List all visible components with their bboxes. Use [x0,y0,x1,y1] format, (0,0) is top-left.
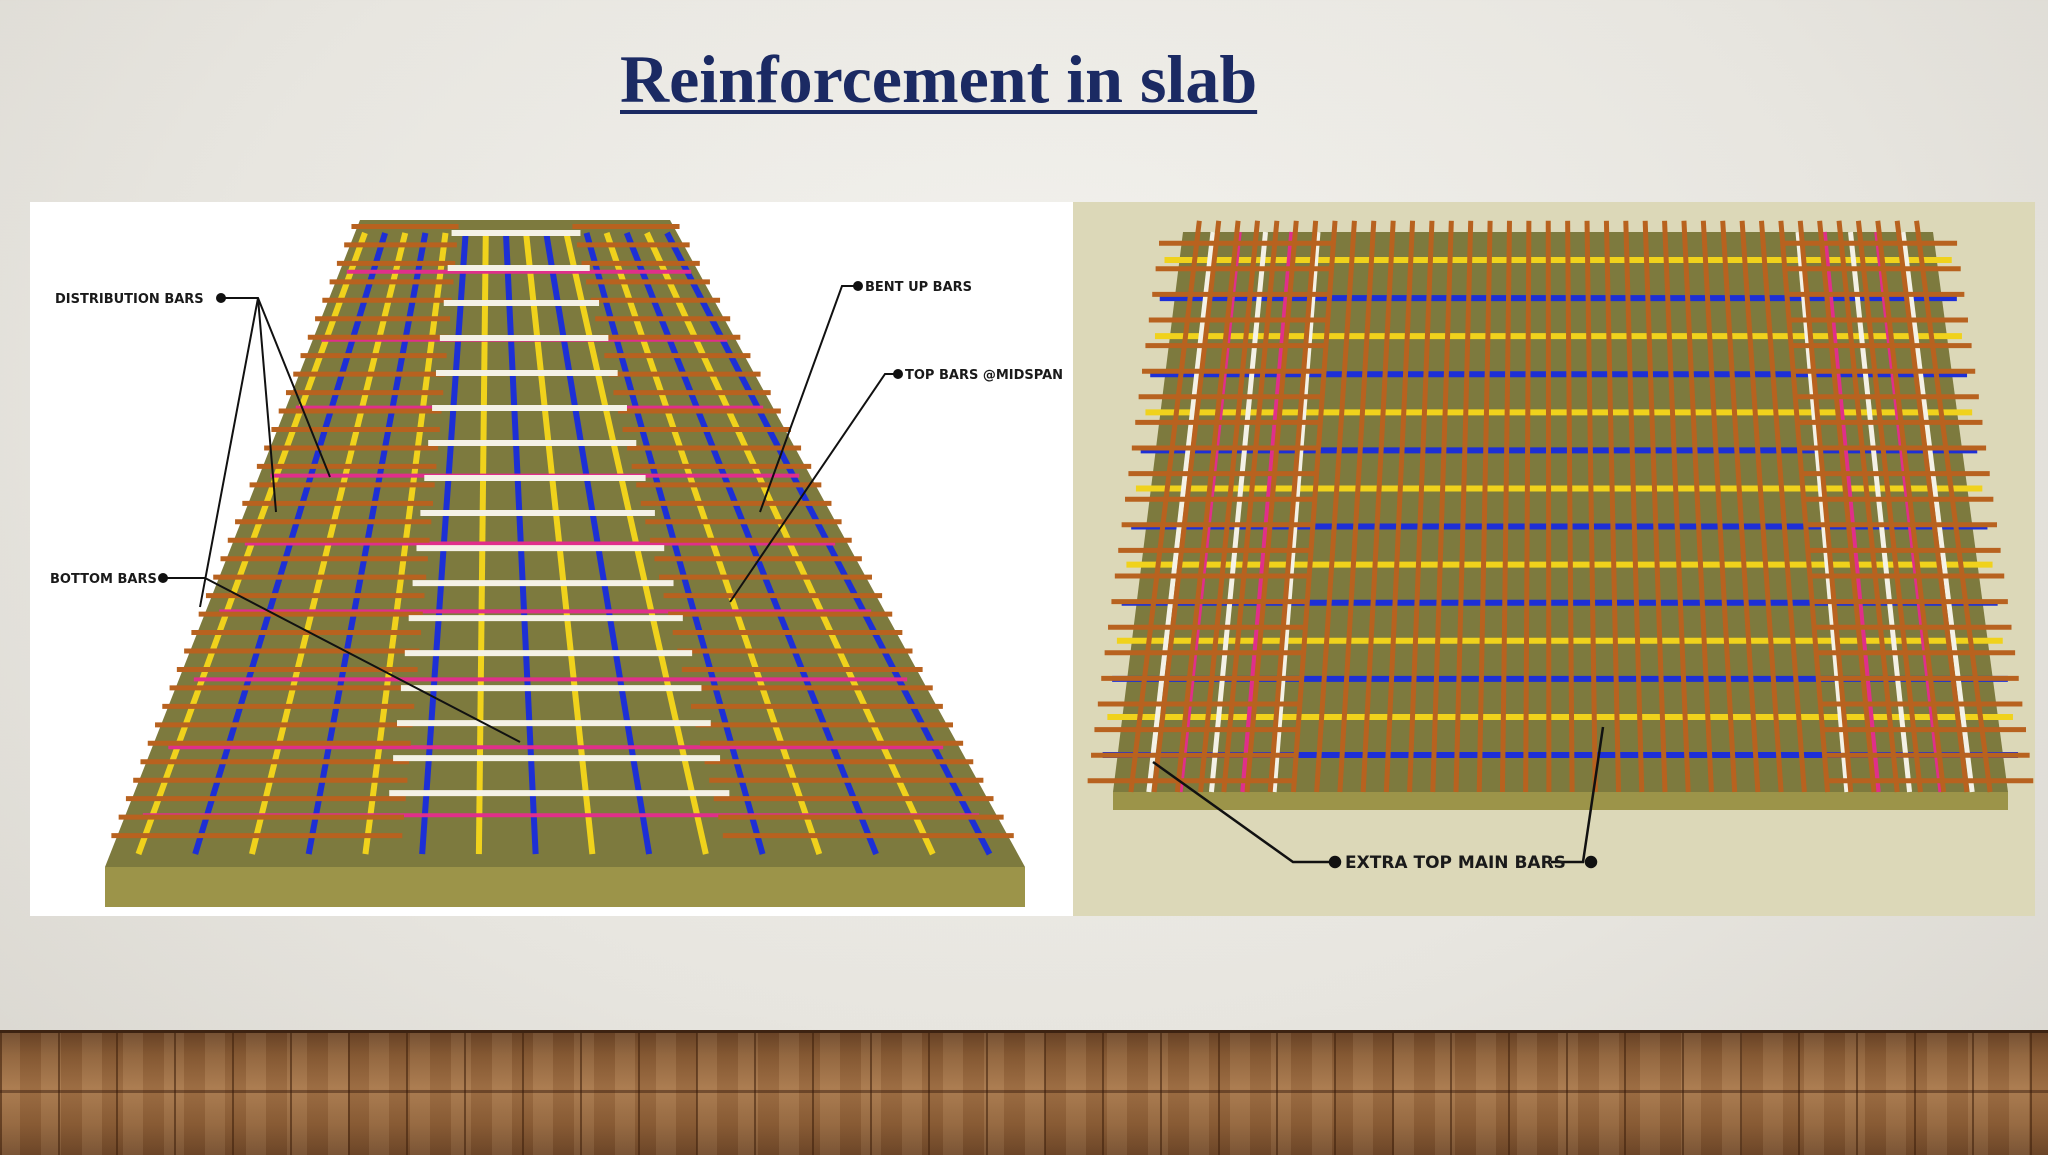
left-slab-drawing: DISTRIBUTION BARS BENT UP BARS TOP BARS … [50,220,1063,907]
extra-top-main-bar-vertical [1817,220,1877,793]
edge-bar-left [1146,231,1216,793]
label-bent-up-bars: BENT UP BARS [865,280,972,295]
extra-top-main-bar-vertical [1778,220,1831,793]
extra-top-main-bar-vertical [1758,220,1807,793]
slab-front-edge [105,867,1025,907]
extra-top-main-bar-vertical [1797,220,1854,793]
floor-seam [0,1090,2048,1093]
extra-top-main-bar-vertical [1545,220,1552,793]
extra-top-main-bar-vertical [1914,220,1993,793]
edge-bar-right [1795,231,1850,793]
extra-top-main-bar-vertical [1337,220,1377,793]
label-top-bars-midspan: TOP BARS @MIDSPAN [905,368,1063,383]
extra-top-main-bar-vertical [1523,220,1532,793]
extra-top-main-bar-vertical [1662,220,1691,793]
extra-top-main-bar-vertical [1151,220,1222,793]
right-leader-lines [1152,726,1605,869]
edge-bar-left [1271,231,1321,793]
extra-top-main-bar-vertical [1360,220,1396,793]
extra-top-main-bar-vertical [1565,220,1575,793]
extra-top-main-bar-vertical [1174,220,1241,793]
extra-top-main-bar-vertical [1623,220,1645,793]
extra-top-main-bar-vertical [1739,220,1784,793]
edge-bar-right [1821,231,1881,793]
label-distribution-bars: DISTRIBUTION BARS [55,292,204,307]
extra-top-main-bar-vertical [1584,220,1598,793]
extra-top-main-bar-vertical [1681,220,1714,793]
left-leader-lines [158,281,903,743]
extra-top-main-bar-vertical [1430,220,1454,793]
extra-top-main-bar-vertical [1314,220,1357,793]
extra-top-main-bar-vertical [1499,220,1512,793]
label-extra-top-main-bars: EXTRA TOP MAIN BARS [1345,853,1566,873]
edge-bar-right [1848,231,1913,793]
extra-top-main-bar-vertical [1407,220,1435,793]
edge-bar-right [1900,231,1975,793]
right-slab-diagram: EXTRA TOP MAIN BARS [1073,202,2035,916]
slide-title: Reinforcement in slab [620,41,1258,117]
label-bottom-bars: BOTTOM BARS [50,572,157,587]
extra-top-main-bar-vertical [1267,220,1319,793]
extra-top-main-bar-vertical [1128,220,1202,793]
extra-top-main-bar-vertical [1198,220,1260,793]
extra-top-main-bar-vertical [1700,220,1738,793]
extra-top-main-bar-vertical [1720,220,1761,793]
extra-top-main-bar-vertical [1244,220,1299,793]
extra-top-main-bar-vertical [1476,220,1493,793]
extra-top-main-bar-vertical [1290,220,1338,793]
extra-top-main-bar-vertical [1453,220,1474,793]
extra-top-main-bar-vertical [1383,220,1416,793]
extra-top-main-bar-vertical [1836,220,1900,793]
edge-bar-left [1240,231,1295,793]
extra-top-main-bar-vertical [1603,220,1622,793]
extra-top-main-bar-vertical [1221,220,1280,793]
slab-front-edge [1113,792,2008,810]
extra-top-main-bar-vertical [1875,220,1947,793]
left-slab-diagram: DISTRIBUTION BARS BENT UP BARS TOP BARS … [30,202,1073,916]
extra-top-main-bar-vertical [1642,220,1668,793]
edge-bar-left [1208,231,1268,793]
wood-floor [0,1030,2048,1155]
extra-top-main-bar-vertical [1855,220,1923,793]
extra-top-main-bar-vertical [1894,220,1970,793]
right-slab-drawing: EXTRA TOP MAIN BARS [1087,220,2034,873]
